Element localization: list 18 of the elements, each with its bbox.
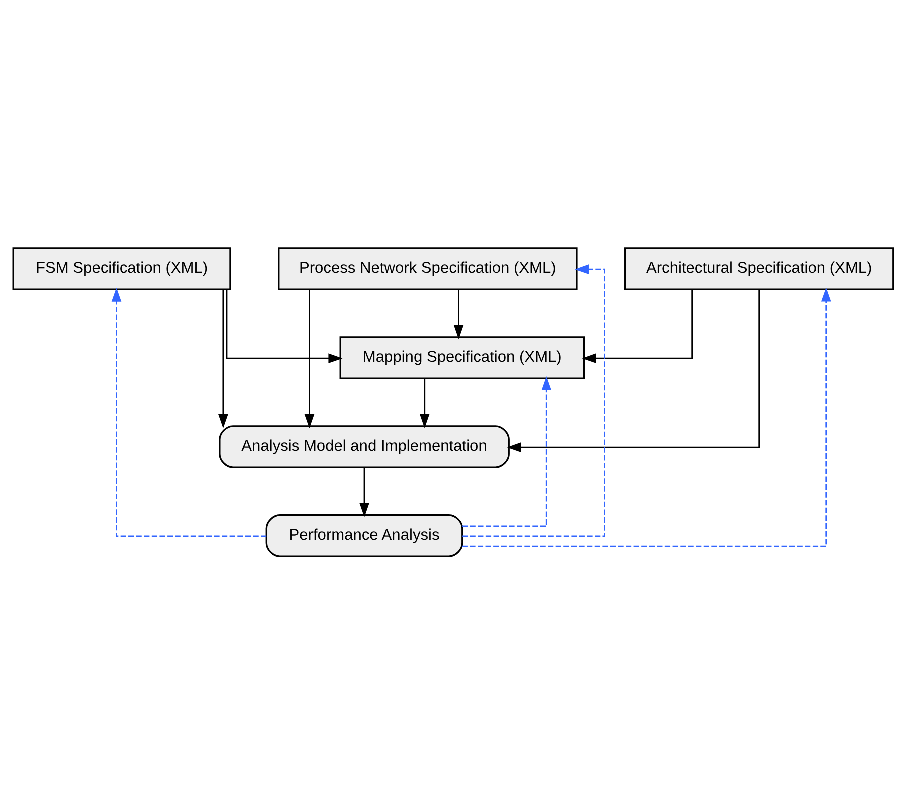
arrow <box>462 264 606 538</box>
arrow <box>304 290 315 429</box>
arrow <box>462 288 832 548</box>
arrow <box>226 290 343 364</box>
arrow <box>454 290 464 340</box>
node-box: FSM Specification (XML) <box>12 248 232 290</box>
node-box: Mapping Specification (XML) <box>340 336 586 380</box>
arrow <box>420 378 430 428</box>
arrow <box>360 468 370 518</box>
node-box: Architectural Specification (XML) <box>624 248 894 290</box>
node-box: Analysis Model and Implementation <box>219 426 510 468</box>
arrow <box>507 290 760 452</box>
arrow <box>582 290 694 364</box>
arrow <box>462 376 552 528</box>
node-box: Process Network Specification (XML) <box>278 248 578 290</box>
node-box: Performance Analysis <box>266 514 464 558</box>
arrow <box>112 288 267 538</box>
arrow <box>218 290 228 429</box>
